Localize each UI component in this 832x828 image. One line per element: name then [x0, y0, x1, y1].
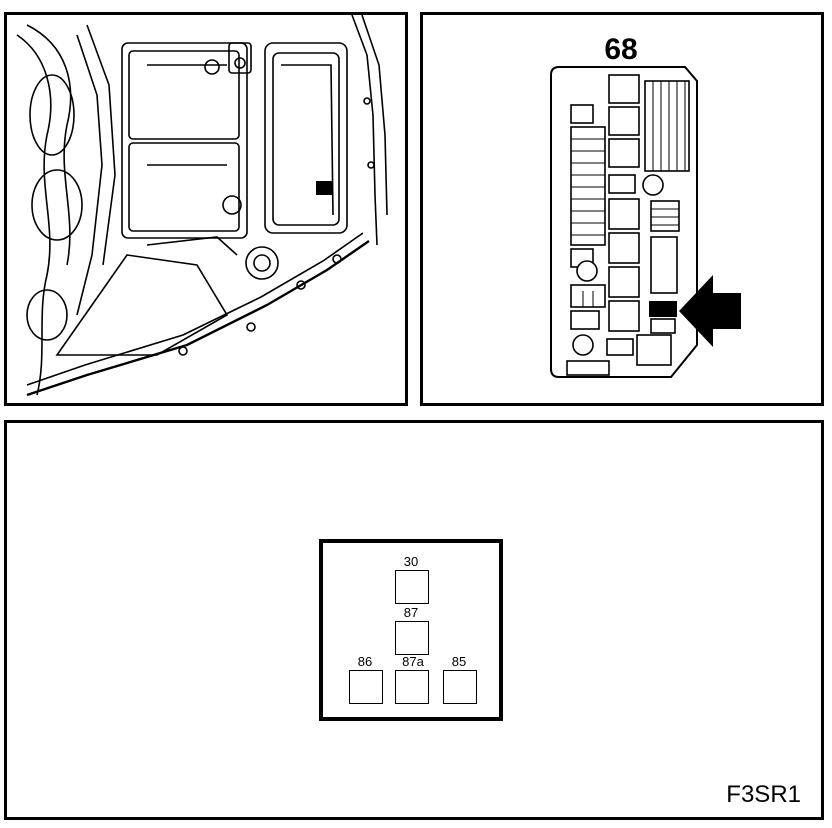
engine-bay-illustration-panel — [4, 12, 408, 406]
engine-bay-drawing — [16, 15, 388, 397]
pin-label-87: 87 — [403, 605, 419, 620]
figure-id: F3SR1 — [726, 781, 801, 808]
pin-label-85: 85 — [451, 654, 467, 669]
relay-pin-87a — [395, 670, 429, 704]
relay-pin-87 — [395, 621, 429, 655]
relay-pin-86 — [349, 670, 383, 704]
relay-pin-30 — [395, 570, 429, 604]
highlighted-relay — [649, 301, 677, 317]
fuse-box-number: 68 — [604, 33, 637, 66]
arrow-left-icon — [679, 275, 741, 347]
relay-pin-85 — [443, 670, 477, 704]
pin-label-30: 30 — [403, 554, 419, 569]
relay-outline: 30 87 86 87a 85 — [319, 539, 503, 721]
fuse-box-layout-panel: 68 — [420, 12, 824, 406]
pin-label-86: 86 — [357, 654, 373, 669]
pin-label-87a: 87a — [402, 654, 424, 669]
fuse-box-diagram: 68 — [550, 33, 741, 378]
relay-pinout-panel: 30 87 86 87a 85 F3SR1 — [4, 420, 824, 820]
